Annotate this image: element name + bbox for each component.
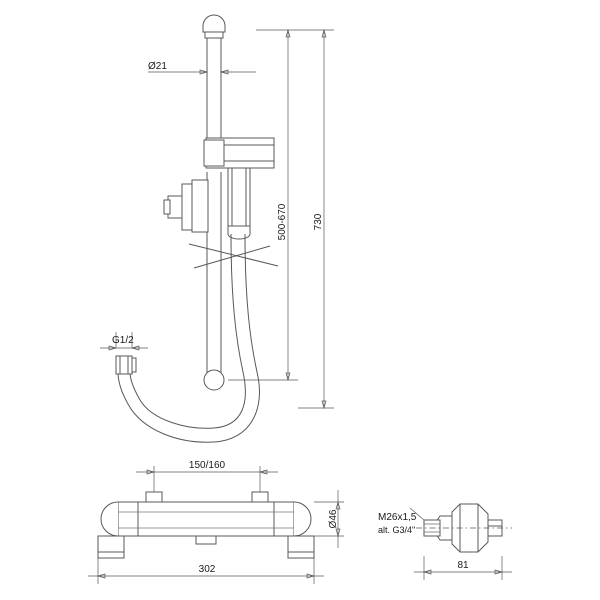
wall-bracket bbox=[164, 180, 208, 232]
label-body-width: 302 bbox=[199, 564, 216, 575]
label-g12: G1/2 bbox=[112, 335, 134, 346]
dimension-dia46: Ø46 bbox=[314, 490, 344, 548]
dimension-inlet-depth: 81 bbox=[414, 556, 512, 580]
label-total-height: 730 bbox=[313, 213, 324, 230]
shower-head-top bbox=[203, 15, 225, 38]
label-thread-alt: alt. G3/4" bbox=[378, 525, 415, 535]
shower-hose bbox=[118, 234, 278, 442]
label-rail-centers: 150/160 bbox=[189, 460, 226, 471]
inlet-connector-detail bbox=[416, 504, 512, 552]
label-inlet-depth: 81 bbox=[457, 560, 469, 571]
dimension-adjust-range: 500-670 bbox=[228, 28, 298, 382]
label-adjust-range: 500-670 bbox=[277, 203, 288, 240]
dimension-body-width: 302 bbox=[88, 558, 324, 584]
dimension-g12: G1/2 bbox=[100, 332, 148, 351]
dimension-total-height: 730 bbox=[298, 28, 334, 410]
dimension-rail-centers: 150/160 bbox=[136, 460, 278, 492]
label-thread: M26x1,5 bbox=[378, 512, 417, 523]
label-dia21: Ø21 bbox=[148, 61, 167, 72]
thermostat-mixer-body bbox=[98, 492, 314, 558]
thread-callout: M26x1,5 alt. G3/4" bbox=[378, 507, 425, 535]
hand-shower-holder bbox=[228, 168, 250, 239]
hose-connector-g12 bbox=[116, 356, 136, 374]
rail-slider-bracket bbox=[204, 138, 274, 168]
dimension-dia21: Ø21 bbox=[148, 61, 256, 75]
label-dia46: Ø46 bbox=[328, 509, 339, 528]
